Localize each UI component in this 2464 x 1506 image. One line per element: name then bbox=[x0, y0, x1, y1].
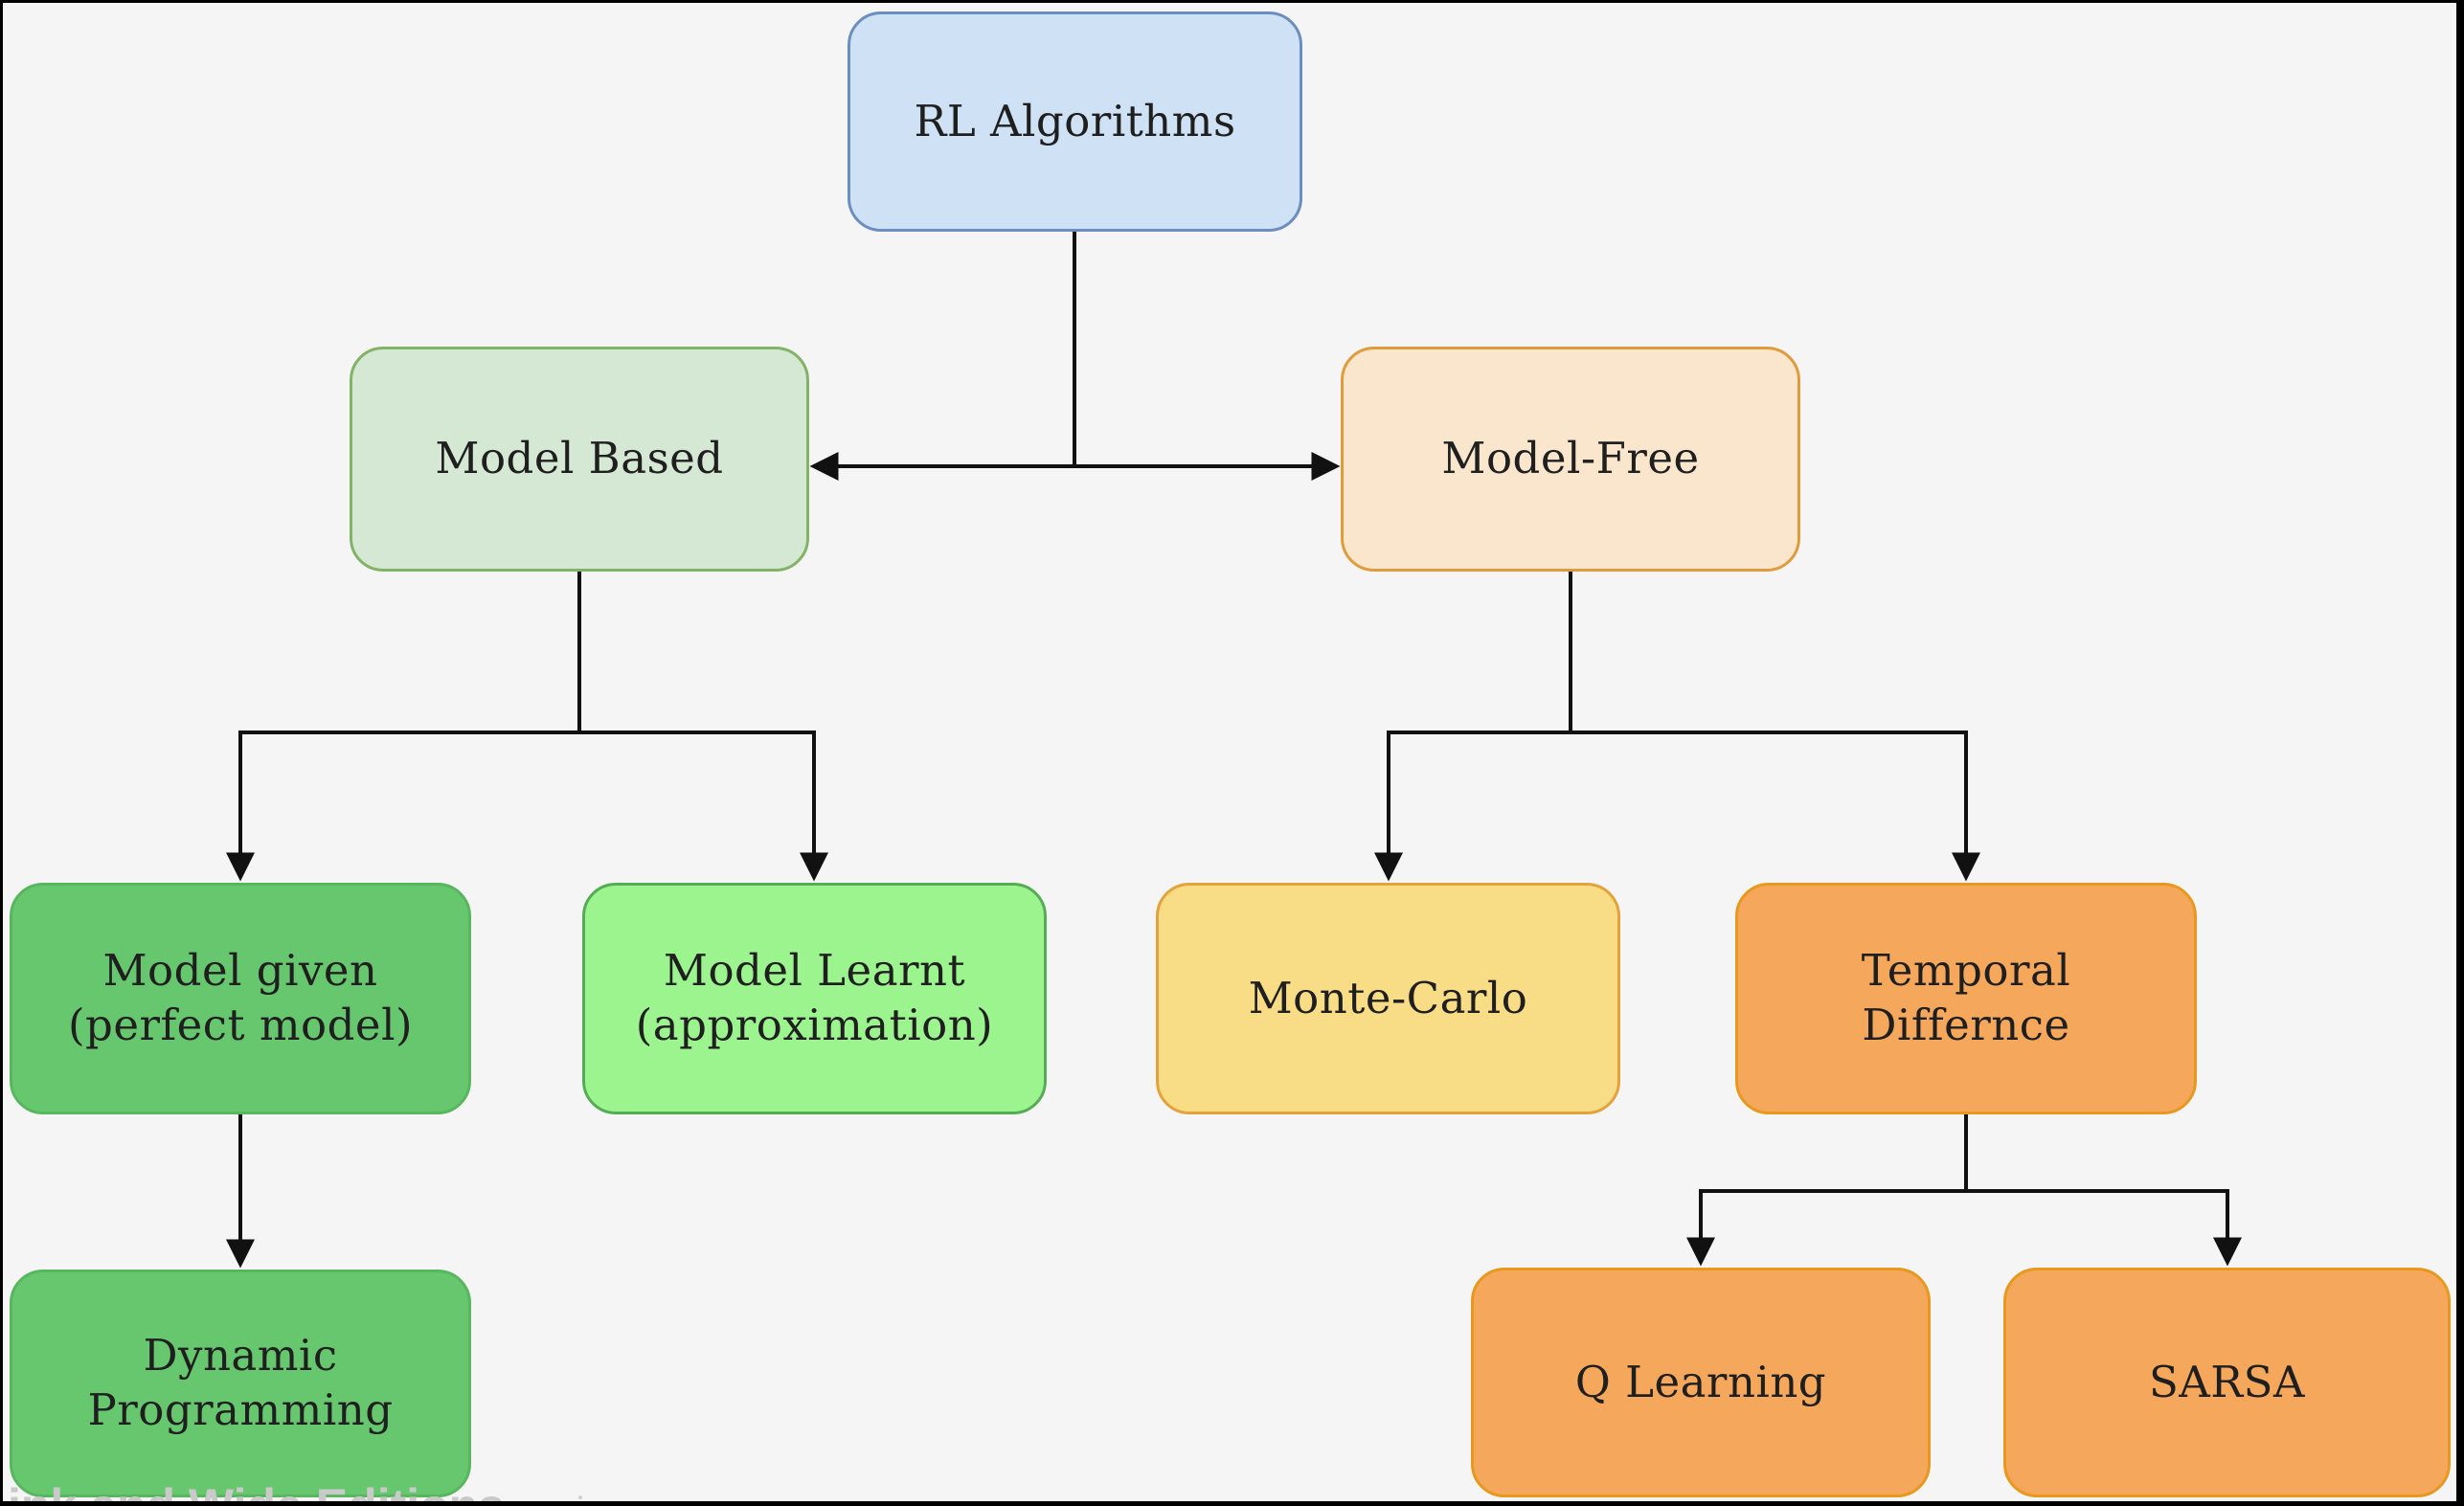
node-model-learnt-label: Model Learnt (approximation) bbox=[635, 945, 994, 1050]
node-rl-algorithms-label: RL Algorithms bbox=[914, 95, 1236, 146]
node-q-learning-label: Q Learning bbox=[1574, 1356, 1827, 1407]
edge-model-based-to-model-given bbox=[226, 731, 579, 882]
node-model-given: Model given (perfect model) bbox=[10, 883, 471, 1114]
edge-temporal-difference-to-sarsa bbox=[1966, 1189, 2242, 1267]
edge-model-free-to-monte-carlo bbox=[1374, 731, 1571, 882]
node-dynamic-programming-label: Dynamic Programming bbox=[87, 1330, 394, 1435]
node-sarsa: SARSA bbox=[2003, 1268, 2451, 1497]
node-model-learnt: Model Learnt (approximation) bbox=[582, 883, 1047, 1114]
edge-model-free-to-temporal-difference bbox=[1571, 731, 1980, 882]
node-model-given-label: Model given (perfect model) bbox=[67, 945, 414, 1050]
node-q-learning: Q Learning bbox=[1471, 1268, 1931, 1497]
node-model-based-label: Model Based bbox=[435, 433, 724, 484]
node-monte-carlo-label: Monte-Carlo bbox=[1248, 972, 1528, 1023]
node-rl-algorithms: RL Algorithms bbox=[848, 11, 1302, 232]
edge-temporal-difference-to-q-learning bbox=[1686, 1189, 1966, 1267]
node-monte-carlo: Monte-Carlo bbox=[1156, 883, 1620, 1114]
node-model-free-label: Model-Free bbox=[1441, 433, 1700, 484]
node-dynamic-programming: Dynamic Programming bbox=[10, 1270, 471, 1497]
node-temporal-difference-label: Temporal Differnce bbox=[1861, 945, 2071, 1050]
node-temporal-difference: Temporal Differnce bbox=[1735, 883, 2197, 1114]
node-sarsa-label: SARSA bbox=[2148, 1356, 2306, 1407]
edge-model-based-to-model-learnt bbox=[579, 731, 828, 882]
clipped-caption-fragment-1: ink and Wide Editions bbox=[8, 1479, 506, 1506]
node-model-based: Model Based bbox=[350, 347, 809, 572]
clipped-caption-fragment-2: version bbox=[508, 1491, 625, 1506]
node-model-free: Model-Free bbox=[1341, 347, 1800, 572]
